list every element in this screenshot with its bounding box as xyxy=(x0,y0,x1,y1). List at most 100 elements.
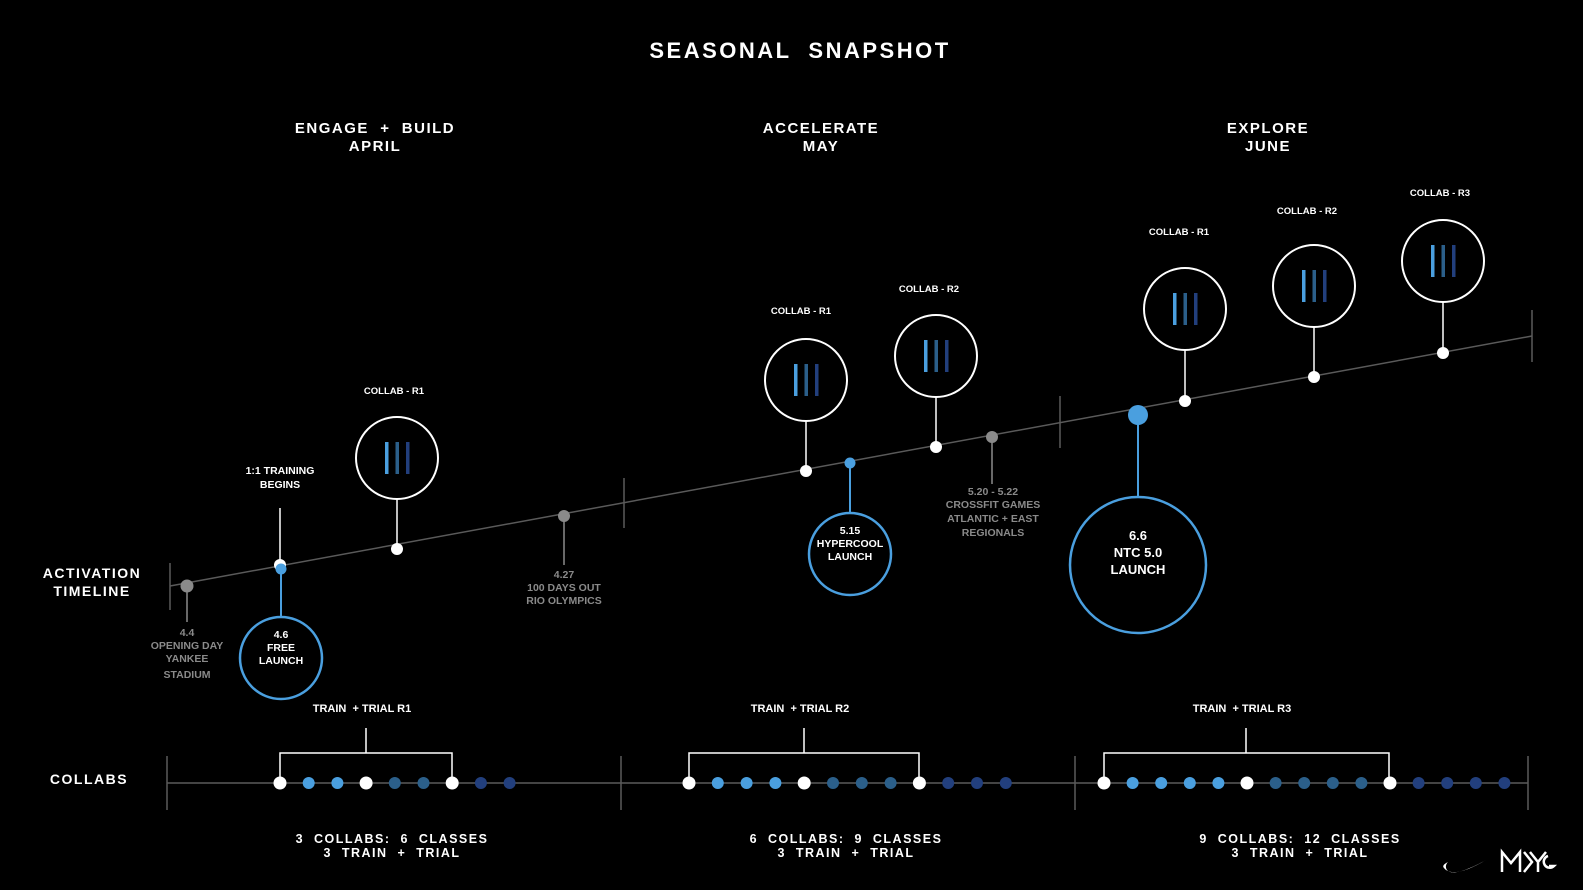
summary-line: 3 TRAIN + TRIAL xyxy=(777,846,914,860)
summary-line: 3 TRAIN + TRIAL xyxy=(323,846,460,860)
event-label: 100 DAYS OUT xyxy=(527,582,601,594)
train-trial-dot xyxy=(1097,776,1111,790)
collab-dot xyxy=(503,777,516,789)
collab-dot xyxy=(302,777,315,789)
collab-dot xyxy=(1155,777,1168,789)
summary-june: 9 COLLABS: 12 CLASSES 3 TRAIN + TRIAL xyxy=(1199,832,1400,860)
train-trial-dot xyxy=(1240,776,1254,790)
phase-heading-april: ENGAGE + BUILD APRIL xyxy=(295,120,454,155)
collab-event: COLLAB - R2 xyxy=(1272,206,1356,383)
collab-event: COLLAB - R2 xyxy=(894,284,978,453)
summary-line: 3 TRAIN + TRIAL xyxy=(1231,846,1368,860)
summary-line: 9 COLLABS: 12 CLASSES xyxy=(1199,832,1400,846)
collab-dot xyxy=(884,777,897,789)
event-date: 5.20 - 5.22 xyxy=(968,486,1018,498)
train-trial-bracket: TRAIN + TRIAL R2 xyxy=(688,703,920,783)
event-dot xyxy=(986,431,998,443)
launch-dot xyxy=(275,563,287,575)
phase-month: MAY xyxy=(803,138,839,155)
collab-dot xyxy=(474,777,487,789)
launch-dot xyxy=(844,457,856,469)
phase-month: JUNE xyxy=(1245,138,1291,155)
collab-dot xyxy=(1183,777,1196,789)
event-dot xyxy=(1437,347,1449,359)
collab-event-label: COLLAB - R2 xyxy=(1277,206,1337,217)
train-trial-dot xyxy=(912,776,926,790)
collab-event-label: COLLAB - R2 xyxy=(899,284,959,295)
phase-month: APRIL xyxy=(349,138,402,155)
phase-heading-may: ACCELERATE MAY xyxy=(763,120,879,155)
collab-dot xyxy=(1412,777,1425,789)
collab-dot xyxy=(1469,777,1482,789)
collab-dot xyxy=(1326,777,1339,789)
launch-label: LAUNCH xyxy=(259,655,303,667)
launch-hypercool: 5.15 HYPERCOOL LAUNCH xyxy=(807,457,893,597)
train-trial-dot xyxy=(445,776,459,790)
train-trial-label: TRAIN + TRIAL R2 xyxy=(751,703,850,715)
phase-heading-line: EXPLORE xyxy=(1227,120,1309,137)
launch-circle xyxy=(238,615,324,701)
collab-event-label: COLLAB - R1 xyxy=(1149,227,1210,238)
event-date: 4.27 xyxy=(554,569,575,581)
collab-dot xyxy=(1212,777,1225,789)
event-opening-day: 4.4 OPENING DAY YANKEE STADIUM xyxy=(151,579,224,681)
launch-circle xyxy=(807,511,893,597)
train-trial-dot xyxy=(273,776,287,790)
train-trial-dot xyxy=(682,776,696,790)
launch-label: LAUNCH xyxy=(1111,562,1166,577)
event-label: CROSSFIT GAMES xyxy=(946,499,1041,511)
collab-dot xyxy=(1441,777,1454,789)
collab-dots xyxy=(273,776,1511,790)
event-date: 4.4 xyxy=(180,627,195,639)
event-dot xyxy=(558,510,570,522)
collab-event: COLLAB - R1 xyxy=(355,386,439,555)
nike-swoosh-logo xyxy=(1443,860,1486,873)
summary-line: 3 COLLABS: 6 CLASSES xyxy=(296,832,489,846)
event-label: 1:1 TRAINING xyxy=(246,465,315,477)
event-label: YANKEE xyxy=(166,653,209,665)
collab-event: COLLAB - R1 xyxy=(764,306,848,477)
train-trial-label: TRAIN + TRIAL R1 xyxy=(313,703,412,715)
event-100-days-out: 4.27 100 DAYS OUT RIO OLYMPICS xyxy=(526,510,602,607)
event-label: OPENING DAY xyxy=(151,640,224,652)
collab-dot xyxy=(711,777,724,789)
collab-dot xyxy=(1269,777,1282,789)
collab-event-label: COLLAB - R1 xyxy=(771,306,832,317)
collab-dot xyxy=(1498,777,1511,789)
event-dot xyxy=(180,579,194,593)
event-dot xyxy=(800,465,812,477)
event-label: ATLANTIC + EAST xyxy=(947,513,1039,525)
collabs-row-label: COLLABS xyxy=(50,771,128,787)
event-crossfit-games: 5.20 - 5.22 CROSSFIT GAMES ATLANTIC + EA… xyxy=(946,431,1041,539)
collab-dot xyxy=(999,777,1012,789)
event-dot xyxy=(1308,371,1320,383)
launch-date: 6.6 xyxy=(1129,528,1147,543)
activation-timeline-label: ACTIVATION xyxy=(43,565,141,581)
launch-ntc: 6.6 NTC 5.0 LAUNCH xyxy=(1068,405,1208,635)
collab-event-label: COLLAB - R3 xyxy=(1410,188,1470,199)
collab-event-label: COLLAB - R1 xyxy=(364,386,425,397)
launch-date: 4.6 xyxy=(274,629,289,641)
collab-dot xyxy=(388,777,401,789)
phase-heading-june: EXPLORE JUNE xyxy=(1227,120,1309,155)
event-training-begins: 1:1 TRAINING BEGINS xyxy=(246,465,315,571)
collab-dot xyxy=(971,777,983,789)
launch-circle xyxy=(1068,495,1208,635)
page-title: SEASONAL SNAPSHOT xyxy=(649,38,950,63)
event-label: RIO OLYMPICS xyxy=(526,595,601,607)
event-dot xyxy=(1179,395,1191,407)
event-dot xyxy=(930,441,942,453)
train-trial-label: TRAIN + TRIAL R3 xyxy=(1193,703,1292,715)
launch-label: LAUNCH xyxy=(828,551,872,563)
activation-timeline-label: TIMELINE xyxy=(53,583,130,599)
launch-label: FREE xyxy=(267,642,295,654)
phase-heading-line: ACCELERATE xyxy=(763,120,879,137)
event-label: REGIONALS xyxy=(962,527,1024,539)
collab-dot xyxy=(855,777,868,789)
launch-date: 5.15 xyxy=(840,525,861,537)
event-dot xyxy=(391,543,403,555)
collab-dot xyxy=(827,777,839,789)
collab-dot xyxy=(740,777,753,789)
collab-dot xyxy=(417,777,430,789)
